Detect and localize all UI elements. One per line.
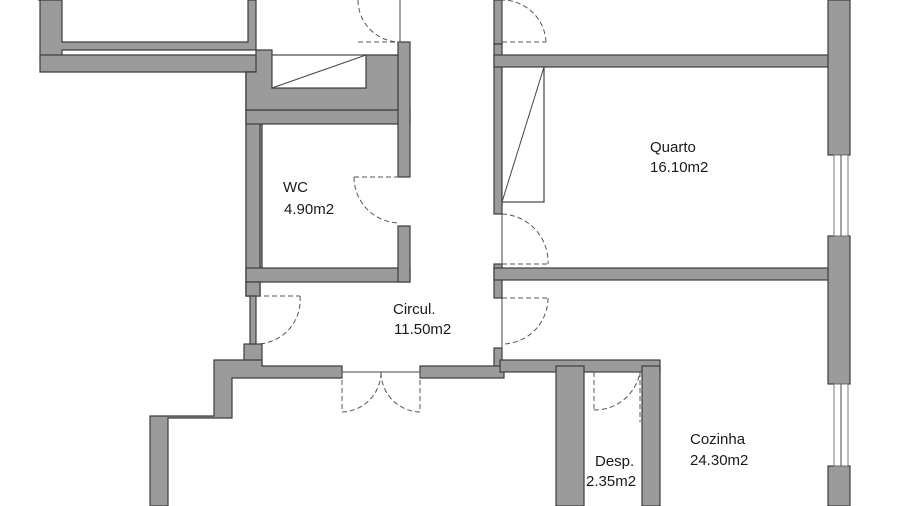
cozinha-area: 24.30m2 — [690, 452, 748, 469]
quarto-name: Quarto — [650, 139, 696, 156]
despensa-name: Desp. — [595, 453, 634, 470]
top-left-wall — [38, 0, 257, 59]
doors — [255, 0, 642, 422]
wc-area: 4.90m2 — [284, 201, 334, 218]
corridor-left-wall-a — [245, 281, 261, 297]
despensa-right-wall — [641, 365, 661, 506]
fixtures — [271, 54, 545, 203]
wc-name: WC — [283, 179, 308, 196]
windows — [833, 154, 849, 467]
corridor-right-wall-top — [493, 0, 503, 45]
cozinha-name: Cozinha — [690, 431, 746, 448]
wc-bottom-wall — [245, 267, 411, 283]
wc-door-swing — [353, 176, 401, 224]
walls — [38, 0, 851, 506]
wall-left-upper — [39, 54, 263, 297]
right-exterior-wall-c — [827, 465, 851, 506]
corridor-right-wall-mid — [493, 43, 503, 215]
circulacao-area: 11.50m2 — [394, 321, 451, 338]
wc-right-wall-upper — [397, 41, 411, 178]
right-exterior-wall-a — [827, 0, 851, 156]
despensa-area: 2.35m2 — [586, 473, 636, 490]
circulacao-name: Circul. — [393, 301, 436, 318]
despensa-left-wall — [555, 365, 585, 506]
quarto-bottom-wall — [493, 267, 831, 281]
quarto-area: 16.10m2 — [650, 159, 708, 176]
right-exterior-wall-b — [827, 235, 851, 385]
corridor-bottom-wall-right — [419, 365, 505, 379]
top-right-room-wall — [493, 54, 831, 68]
wc-top-wall — [245, 109, 411, 125]
room-labels: WC 4.90m2 Quarto 16.10m2 Circul. 11.50m2… — [283, 139, 748, 490]
wc-right-wall-lower — [397, 225, 411, 283]
lower-left-stepped-wall — [149, 359, 343, 506]
corridor-right-wall-b — [493, 263, 503, 299]
corridor-left-post — [249, 295, 257, 345]
